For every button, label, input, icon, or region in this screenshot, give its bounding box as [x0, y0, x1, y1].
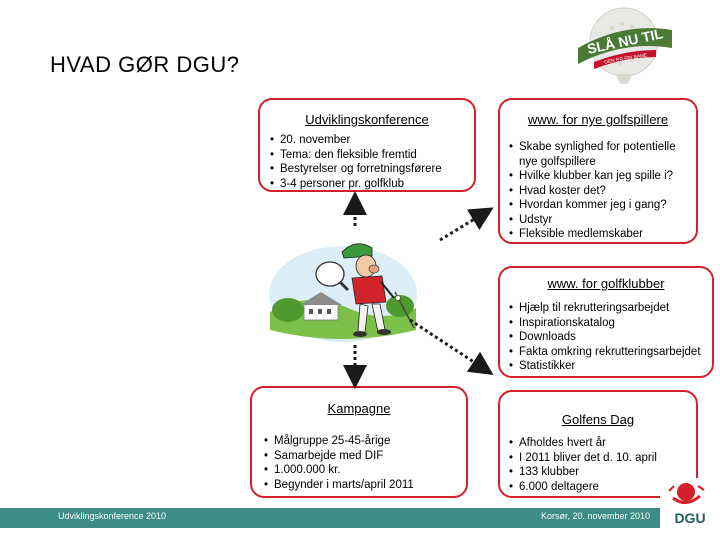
kampagne-box: Kampagne Målgruppe 25-45-årige Samarbejd… — [250, 386, 468, 498]
list-item: Samarbejde med DIF — [264, 449, 469, 464]
kampagne-title: Kampagne — [327, 401, 391, 416]
list-item: I 2011 bliver det d. 10. april — [509, 451, 694, 466]
nye-golfspillere-title: www. for nye golfspillere — [527, 112, 669, 127]
list-item: 1.000.000 kr. — [264, 463, 469, 478]
list-item: Begynder i marts/april 2011 — [264, 478, 469, 493]
udviklingskonference-box: Udviklingskonference 20. november Tema: … — [258, 98, 476, 192]
arrow-to-nye-golfspillere — [439, 207, 494, 242]
list-item: Hvad koster det? — [509, 184, 694, 199]
footer-left-text: Udviklingskonference 2010 — [58, 511, 167, 521]
list-item: Tema: den fleksible fremtid — [270, 148, 475, 163]
list-item: Inspirationskatalog — [509, 316, 714, 331]
nye-golfspillere-box: www. for nye golfspillere Skabe synlighe… — [498, 98, 698, 244]
golfklubber-title: www. for golfklubber — [547, 276, 665, 291]
list-item: Hvordan kommer jeg i gang? — [509, 198, 694, 213]
udviklingskonference-title: Udviklingskonference — [305, 112, 429, 127]
list-item: 133 klubber — [509, 465, 694, 480]
footer-bar — [0, 508, 720, 528]
nye-golfspillere-list: Skabe synlighed for potentielle nye golf… — [509, 140, 694, 242]
golfens-dag-title: Golfens Dag — [561, 412, 635, 427]
golfer-illustration — [269, 243, 417, 342]
sla-nu-til-badge: SLÅ NU TIL DER ER FRI BANE — [578, 7, 672, 84]
footer-right-text: Korsør, 20. november 2010 — [541, 511, 651, 521]
list-item: Fakta omkring rekrutteringsarbejdet — [509, 345, 714, 360]
slide-title: HVAD GØR DGU? — [50, 52, 240, 77]
dgu-logo-text: DGU — [674, 510, 705, 526]
kampagne-list: Målgruppe 25-45-årige Samarbejde med DIF… — [264, 434, 469, 492]
list-item: Målgruppe 25-45-årige — [264, 434, 469, 449]
list-item: Fleksible medlemskaber — [509, 227, 694, 242]
list-item: Afholdes hvert år — [509, 436, 694, 451]
golfklubber-box: www. for golfklubber Hjælp til rekrutter… — [498, 266, 714, 378]
list-item: Skabe synlighed for potentielle nye golf… — [509, 140, 694, 169]
list-item: Udstyr — [509, 213, 694, 228]
list-item: 3-4 personer pr. golfklub — [270, 177, 475, 192]
list-item: Bestyrelser og forretningsførere — [270, 162, 475, 177]
list-item: Downloads — [509, 330, 714, 345]
list-item: 20. november — [270, 133, 475, 148]
arrow-to-golfklubber — [409, 318, 494, 375]
golfens-dag-list: Afholdes hvert år I 2011 bliver det d. 1… — [509, 436, 694, 494]
udviklingskonference-list: 20. november Tema: den fleksible fremtid… — [270, 133, 475, 191]
golfklubber-list: Hjælp til rekrutteringsarbejdet Inspirat… — [509, 301, 714, 374]
dgu-logo: DGU — [660, 478, 720, 528]
list-item: 6.000 deltagere — [509, 480, 694, 495]
list-item: Hjælp til rekrutteringsarbejdet — [509, 301, 714, 316]
list-item: Hvilke klubber kan jeg spille i? — [509, 169, 694, 184]
list-item: Statistikker — [509, 359, 714, 374]
